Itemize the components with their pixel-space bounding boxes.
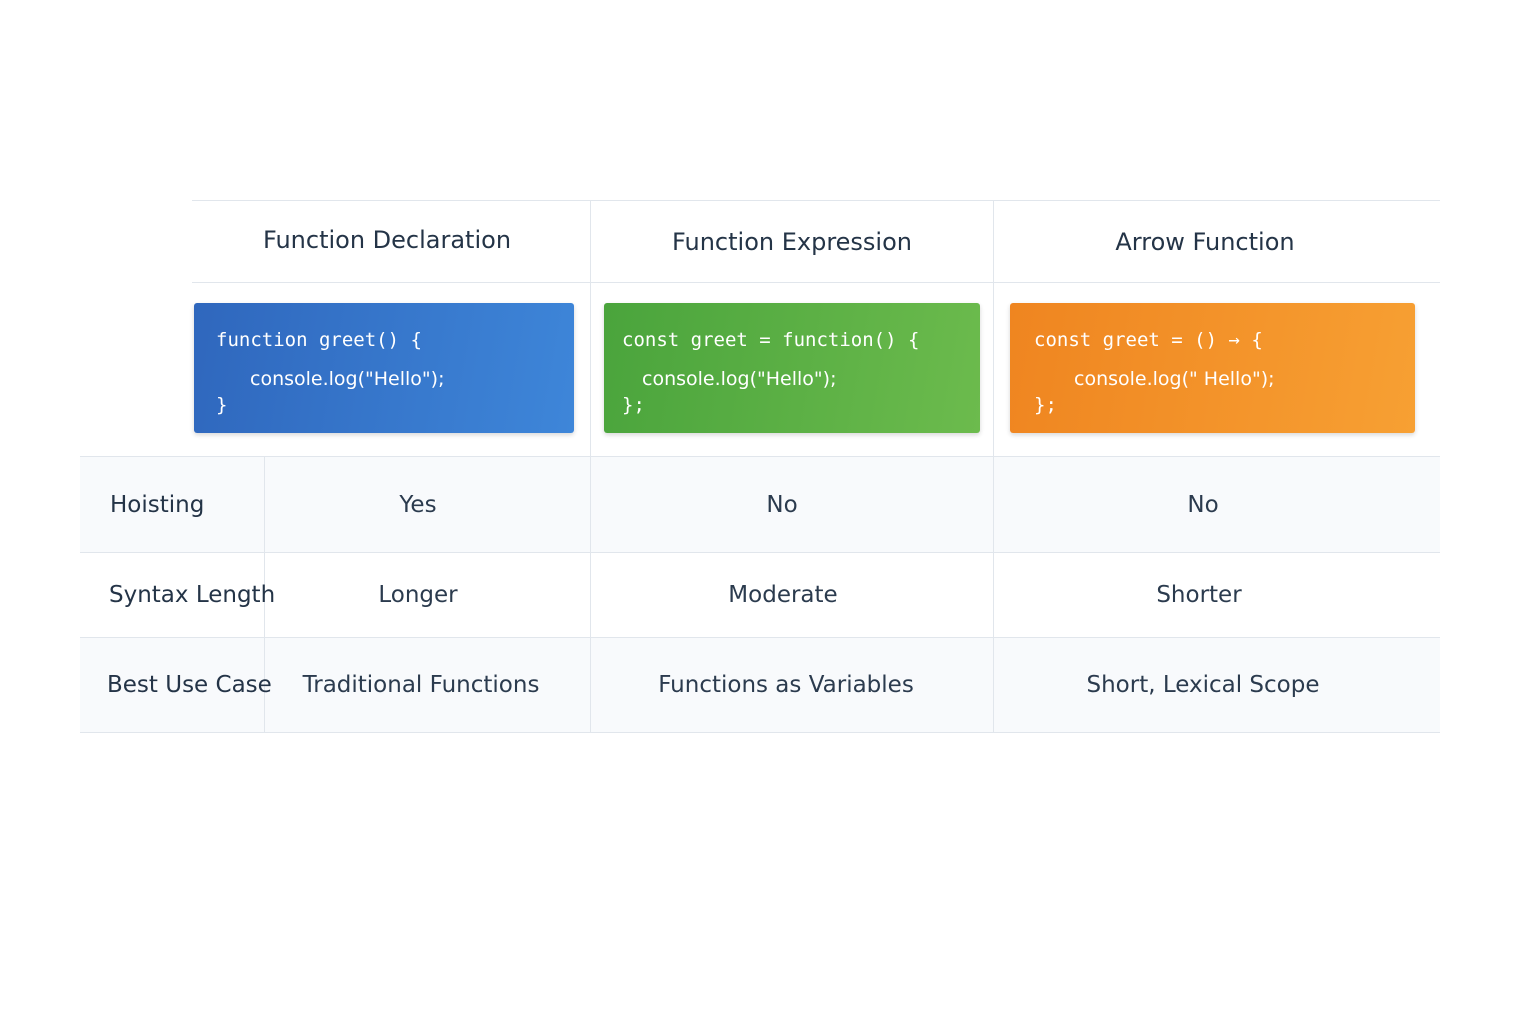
- cell-hoisting-declaration: Yes: [399, 491, 437, 518]
- header-top-border: [192, 200, 1440, 201]
- cell-syntax-arrow: Shorter: [1156, 581, 1242, 608]
- row-label-hoisting: Hoisting: [110, 491, 205, 518]
- row-divider-2: [80, 637, 1440, 638]
- code-line: };: [622, 394, 645, 416]
- cell-usecase-arrow: Short, Lexical Scope: [1086, 671, 1320, 698]
- row-divider-1: [80, 552, 1440, 553]
- body-bottom-border: [80, 732, 1440, 733]
- row-label-best-use-case: Best Use Case: [107, 671, 272, 698]
- row-label-syntax-length: Syntax Length: [109, 581, 276, 608]
- cell-usecase-declaration: Traditional Functions: [302, 671, 540, 698]
- column-header-arrow-function: Arrow Function: [1115, 228, 1295, 256]
- code-line: };: [1034, 394, 1057, 416]
- code-line: const greet = function() {: [622, 329, 920, 351]
- code-line: console.log(" Hello");: [1074, 368, 1275, 390]
- header-bottom-border: [192, 282, 1440, 283]
- code-card-function-declaration: function greet() { console.log("Hello");…: [194, 303, 574, 433]
- cell-hoisting-arrow: No: [1187, 491, 1219, 518]
- cell-hoisting-expression: No: [766, 491, 798, 518]
- cell-usecase-expression: Functions as Variables: [658, 671, 914, 698]
- column-divider-1: [590, 200, 591, 732]
- cell-syntax-expression: Moderate: [728, 581, 838, 608]
- label-column-divider: [264, 456, 265, 732]
- code-card-arrow-function: const greet = () → { console.log(" Hello…: [1010, 303, 1415, 433]
- row-bg-best-use-case: [80, 637, 1440, 732]
- row-bg-syntax-length: [80, 552, 1440, 637]
- code-line: console.log("Hello");: [250, 368, 445, 390]
- code-card-function-expression: const greet = function() { console.log("…: [604, 303, 980, 433]
- code-line: function greet() {: [216, 329, 422, 351]
- body-top-border: [80, 456, 1440, 457]
- column-header-function-expression: Function Expression: [672, 228, 912, 256]
- column-divider-2: [993, 200, 994, 732]
- code-line: console.log("Hello");: [642, 368, 837, 390]
- code-line: }: [216, 394, 228, 416]
- column-header-function-declaration: Function Declaration: [262, 226, 512, 254]
- cell-syntax-declaration: Longer: [378, 581, 458, 608]
- code-line: const greet = () → {: [1034, 329, 1263, 351]
- row-bg-hoisting: [80, 457, 1440, 552]
